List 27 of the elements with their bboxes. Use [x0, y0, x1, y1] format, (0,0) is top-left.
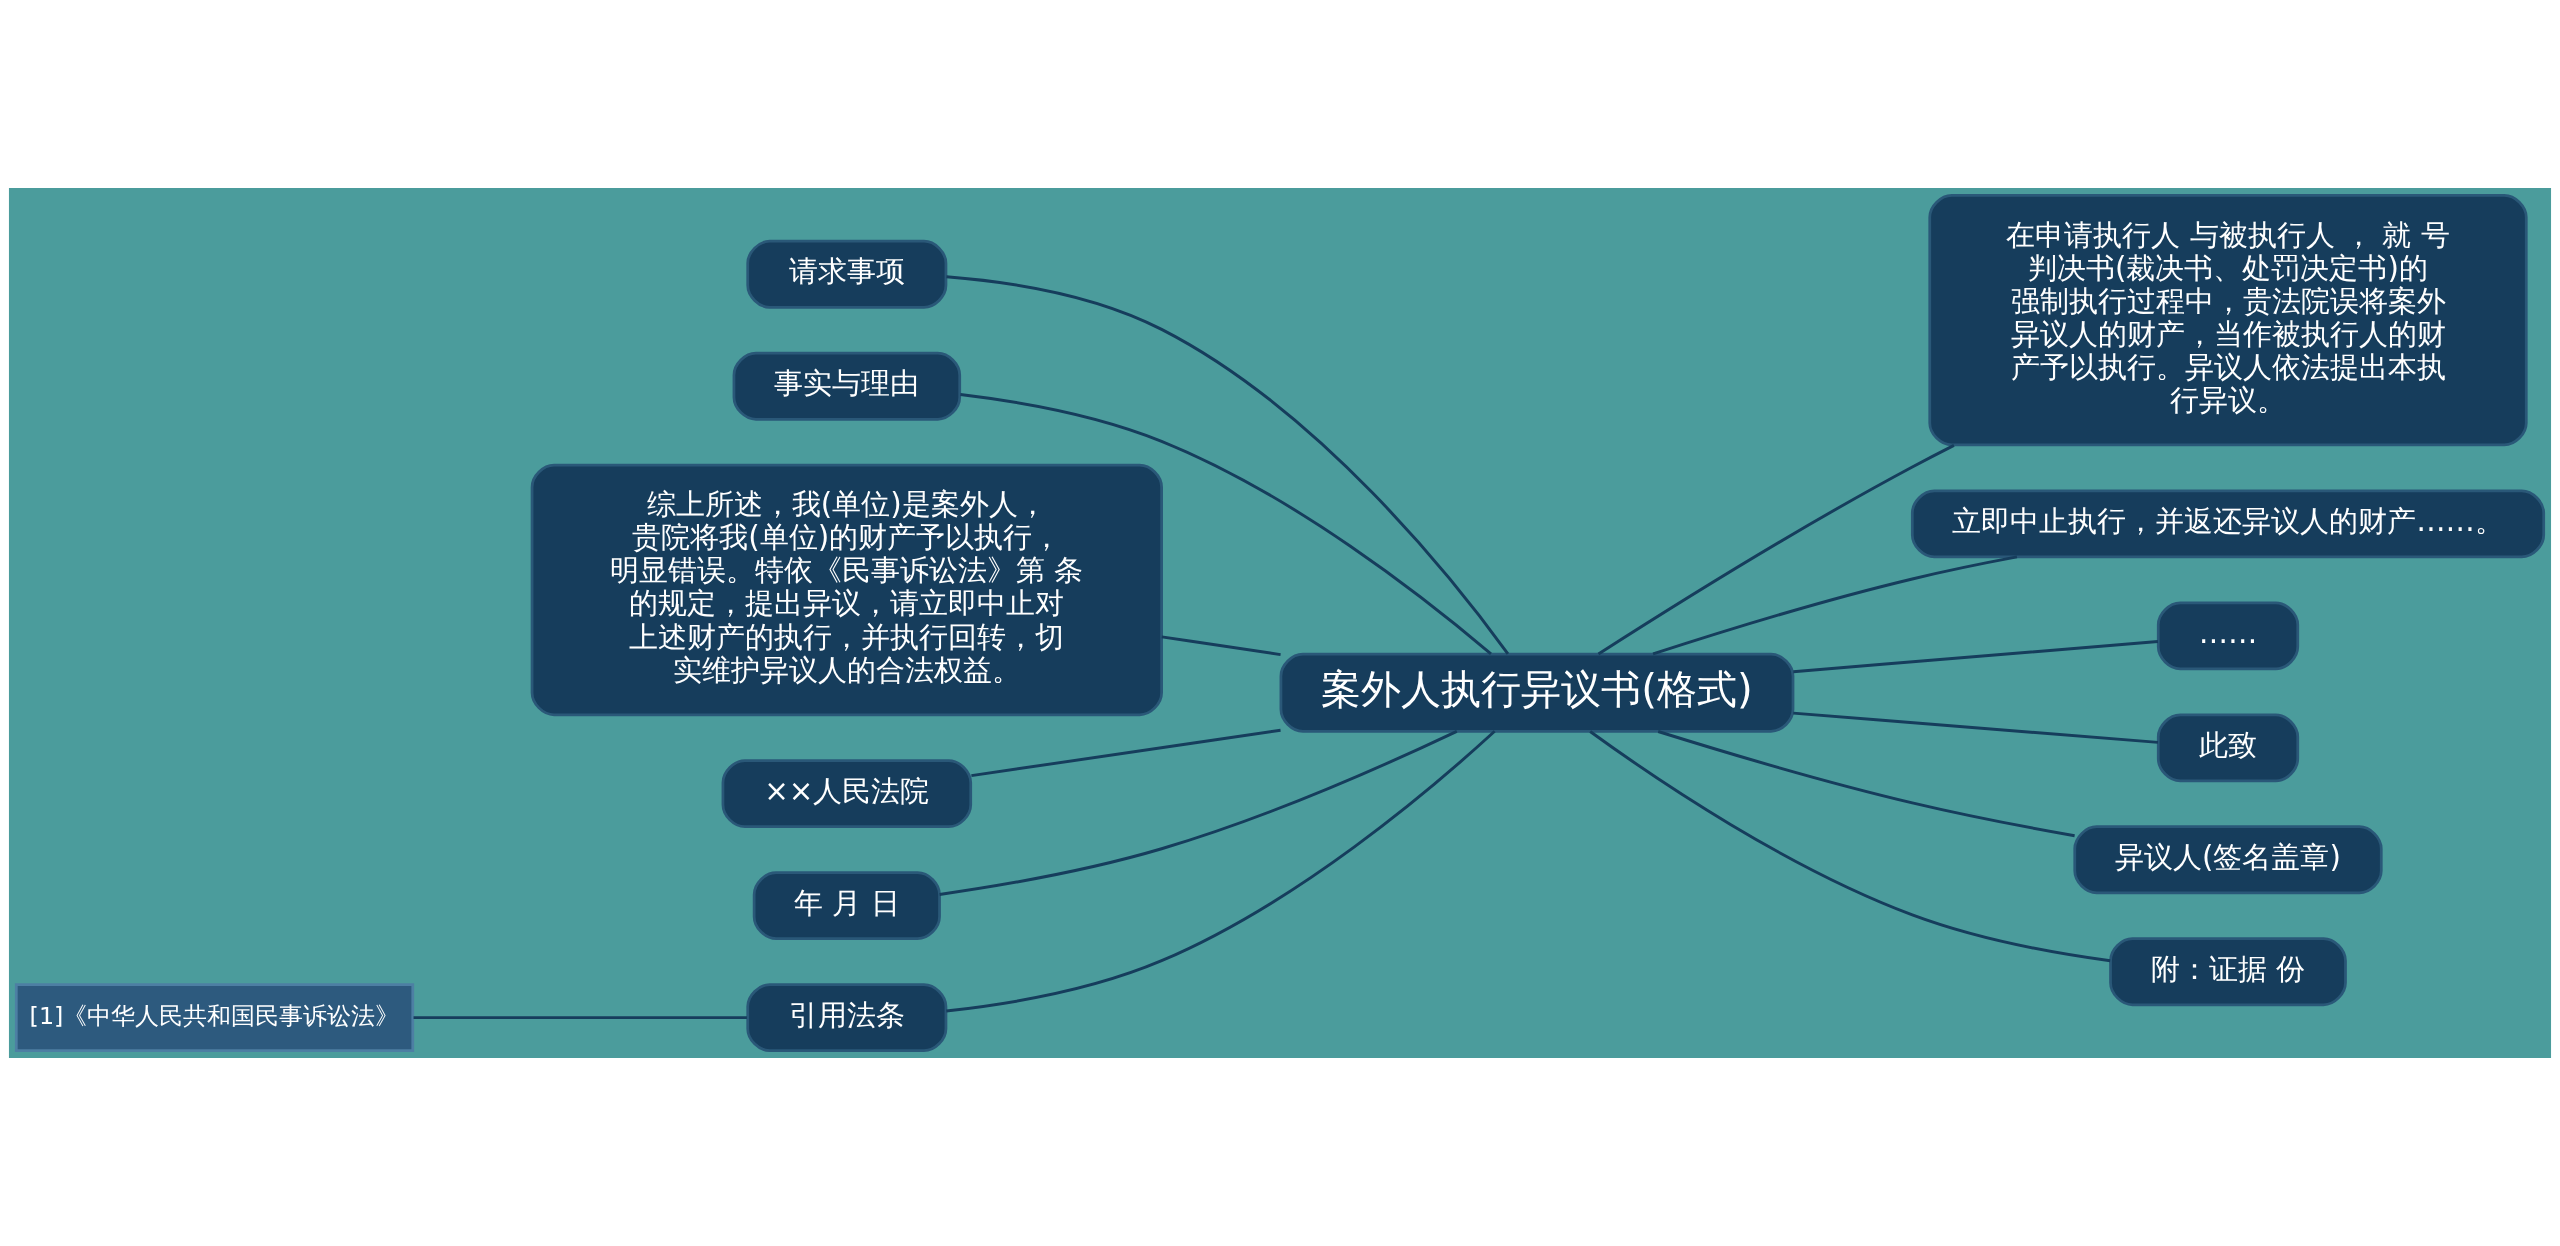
- node-box: 年 月 日: [752, 871, 941, 941]
- connector: [1589, 730, 2111, 963]
- connector: [946, 730, 1496, 1013]
- node-box: ……: [2156, 601, 2300, 671]
- node-box: 立即中止执行，并返还异议人的财产……。: [1910, 489, 2546, 559]
- connector: [946, 275, 1510, 655]
- connector: [1161, 635, 1281, 657]
- connector: [413, 1016, 747, 1020]
- connector: [1793, 640, 2159, 674]
- node-box: 综上所述，我(单位)是案外人，贵院将我(单位)的财产予以执行，明显错误。特依《民事诉讼法》第 条的规定，提出异议，请立即中止对上述财产的执行，并执行回转，切实维护异议人的合法权益。: [530, 463, 1163, 717]
- node-box: [1]《中华人民共和国民事诉讼法》: [14, 983, 415, 1053]
- node-box: 此致: [2156, 713, 2300, 783]
- node-box: 案外人执行异议书(格式): [1279, 652, 1795, 733]
- connector: [960, 393, 1492, 655]
- node-box: 在申请执行人 与被执行人 ， 就 号判决书(裁决书、处罚决定书)的强制执行过程中，贵法院误将案外异议人的财产，当作被执行人的财产予以执行。异议人依法提出本执行异议。: [1928, 193, 2528, 447]
- connector: [1793, 711, 2159, 744]
- node-box: 请求事项: [746, 239, 948, 309]
- node-box: 引用法条: [746, 983, 948, 1053]
- connector: [1652, 555, 2018, 656]
- node-box: ××人民法院: [721, 759, 973, 829]
- connector: [1657, 730, 2075, 838]
- connector: [971, 728, 1281, 778]
- connector: [939, 730, 1458, 896]
- connector: [1597, 444, 1955, 656]
- node-box: 事实与理由: [732, 351, 962, 421]
- node-box: 异议人(签名盖章): [2073, 825, 2383, 895]
- node-box: 附：证据 份: [2109, 937, 2347, 1007]
